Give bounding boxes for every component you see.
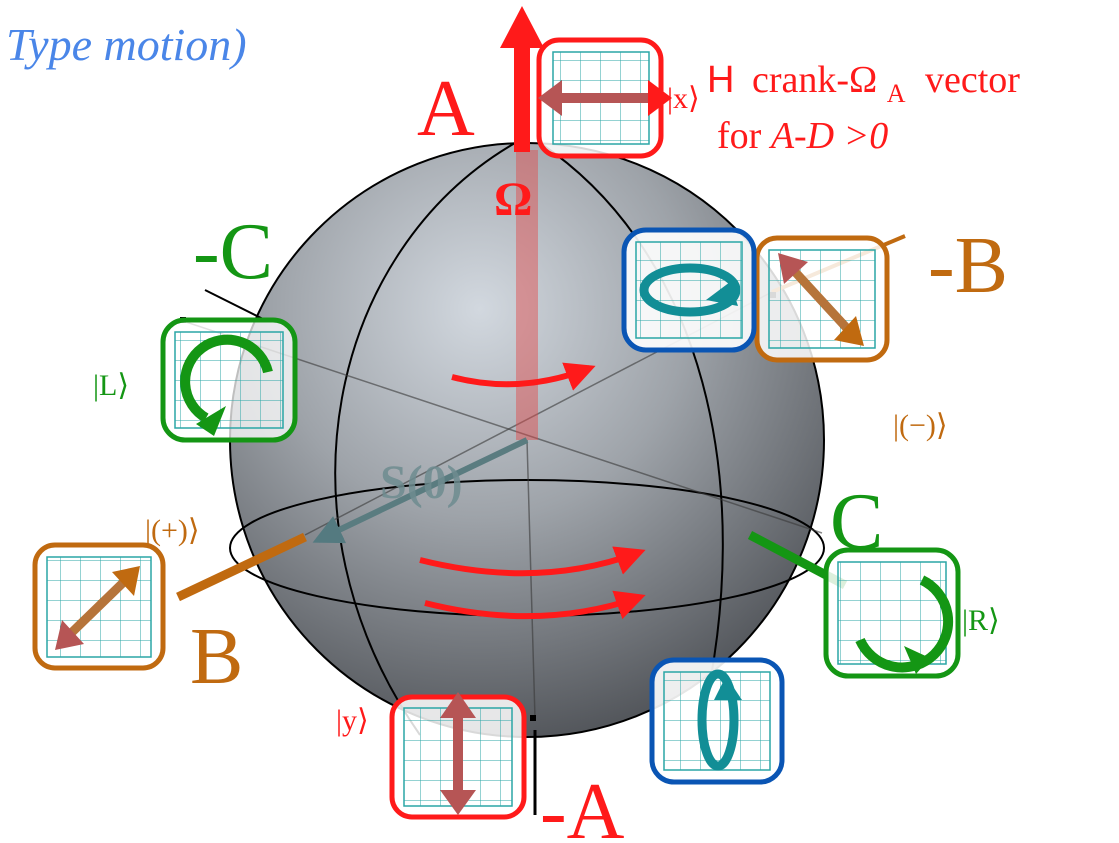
state-box-plus [35,545,163,668]
axis-label-neg-a: -A [540,768,625,843]
pole-marker-bottom [530,715,536,721]
state-label-r: |R⟩ [962,604,1000,637]
state-box-blue-upper [624,230,754,350]
axis-label-c: C [830,478,883,566]
crank-subscript: A [887,79,906,108]
state-box-l [163,320,295,440]
state-label-plus: |(+)⟩ [145,514,200,547]
state-label-x: |x⟩ [667,82,700,115]
h-label: H [707,59,734,101]
axis-label-b: B [190,613,243,701]
crank-label: crank-Ω [752,59,877,101]
omega-vector [514,40,530,152]
crank-annotation: H crank-Ω A vector [707,59,1020,111]
condition-annotation: for A-D >0 [717,115,888,157]
omega-label: Ω [494,173,532,226]
state-box-r [826,550,958,676]
state-label-minus: |(−)⟩ [893,409,948,442]
vector-label: vector [925,59,1020,101]
axis-label-neg-c: -C [193,208,273,296]
omega-arrowhead [500,6,544,48]
condition-text: A-D >0 [768,115,888,157]
axis-label-neg-b: -B [928,222,1008,310]
state-box-x [538,40,672,156]
axis-label-a: A [417,65,475,153]
condition-prefix: for [717,115,771,157]
caption-text: Type motion) [6,19,247,70]
s0-label: S(0) [380,456,463,509]
state-label-l: |L⟩ [93,369,129,402]
state-box-blue-lower [652,660,782,782]
state-label-y: |y⟩ [336,704,369,737]
state-box-y [392,692,524,817]
state-box-minus [757,238,887,360]
